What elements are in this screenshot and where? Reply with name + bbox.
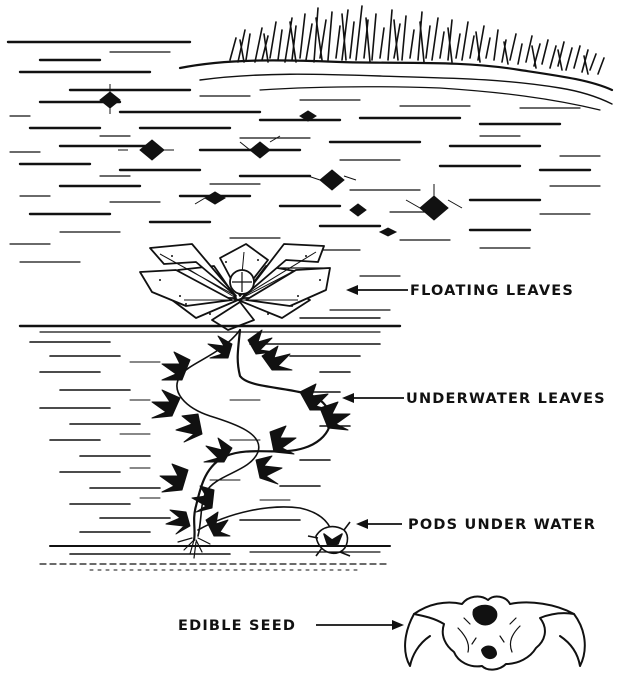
label-pods-under-water: PODS UNDER WATER — [356, 517, 596, 533]
label-underwater-leaves: UNDERWATER LEAVES — [342, 391, 606, 407]
water-surface — [8, 42, 600, 276]
floating-rosette — [140, 244, 330, 330]
underwater-pod — [308, 522, 350, 556]
arrowhead-icon — [392, 620, 404, 630]
label-floating-leaves: FLOATING LEAVES — [346, 283, 574, 299]
edible-seed-label: EDIBLE SEED — [178, 618, 296, 634]
roots — [178, 538, 210, 558]
label-edible-seed: EDIBLE SEED — [178, 618, 404, 634]
floating-leaves-label: FLOATING LEAVES — [410, 283, 574, 299]
arrowhead-icon — [342, 393, 354, 403]
arrowhead-icon — [346, 285, 358, 295]
edible-seed-illustration — [405, 597, 585, 670]
pods-under-water-label: PODS UNDER WATER — [408, 517, 596, 533]
shoreline-grass — [180, 6, 612, 110]
arrowhead-icon — [356, 519, 368, 529]
distant-rosettes — [100, 84, 462, 236]
underwater-leaves-label: UNDERWATER LEAVES — [406, 391, 606, 407]
